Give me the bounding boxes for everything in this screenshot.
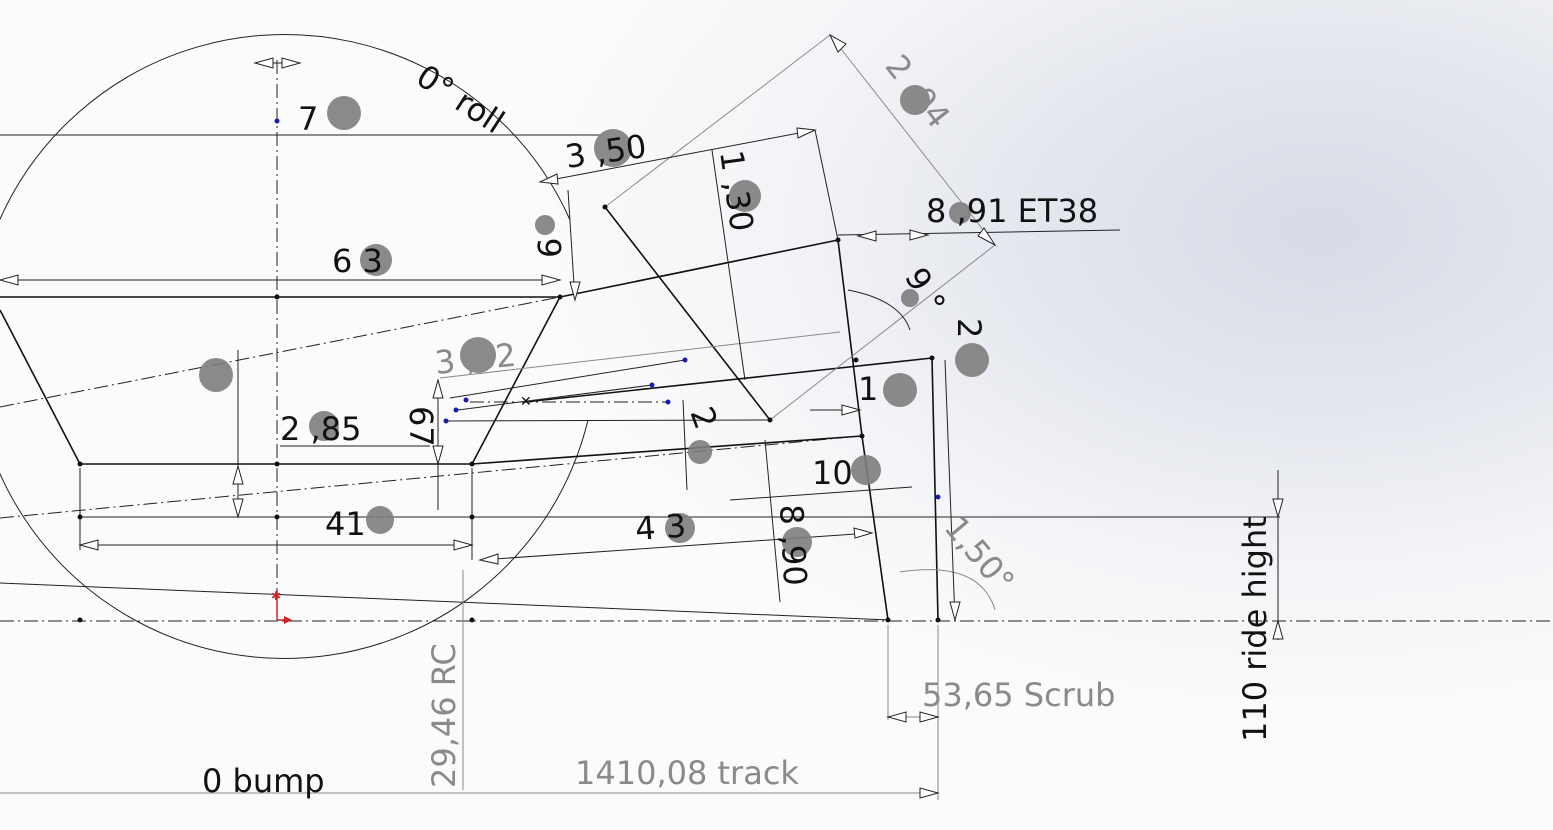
origin-icon: ✱ <box>271 589 292 624</box>
et-label[interactable]: 8 ,91 ET38 <box>926 192 1098 230</box>
dim-i[interactable]: 1 <box>858 370 878 408</box>
centerlines <box>0 60 1553 622</box>
dim-e[interactable]: 2 ,85 <box>280 410 361 448</box>
instant-line-lower <box>0 435 861 519</box>
rc-label[interactable]: 29,46 RC <box>425 643 463 788</box>
dim-lower-arm[interactable]: 4 3 <box>634 507 687 548</box>
lower-arm[interactable] <box>471 435 863 465</box>
ride-height-label[interactable]: 110 ride hight <box>1236 516 1274 742</box>
dimension-labels[interactable]: 0° roll 7 6 3 41 4 3 3 ,50 1 ,30 2 ,04 3… <box>202 48 1274 800</box>
roll-center-marker: ✕ <box>520 393 532 409</box>
dim-top[interactable]: 7 <box>298 100 318 138</box>
dim-a[interactable]: 3 ,50 <box>563 127 649 176</box>
dim-d[interactable]: 3 ,62 <box>433 336 518 382</box>
dim-f[interactable]: 6 <box>531 238 569 258</box>
track-label[interactable]: 1410,08 track <box>575 754 799 792</box>
camber-arc <box>899 569 996 611</box>
arrowheads <box>0 33 1284 799</box>
scrub-label[interactable]: 53,65 Scrub <box>922 676 1115 714</box>
dim-k[interactable]: 8 ,90 <box>772 503 814 586</box>
dim-h[interactable]: 2 <box>682 402 725 434</box>
dim-upper-width[interactable]: 6 3 <box>332 242 383 280</box>
dim-b[interactable]: 1 ,30 <box>712 148 761 234</box>
steering-link[interactable] <box>524 357 933 403</box>
obscured-values <box>199 85 989 557</box>
upper-arm[interactable] <box>559 239 839 298</box>
dim-j[interactable]: 10 <box>812 454 853 492</box>
dim-m[interactable]: 9 ° <box>897 261 953 320</box>
tie-rod[interactable] <box>604 206 771 421</box>
angle-arc <box>847 289 911 331</box>
suspension-arms[interactable] <box>445 206 939 621</box>
instant-line-upper <box>0 296 561 408</box>
svg-text:✱: ✱ <box>271 589 281 603</box>
roll-label[interactable]: 0° roll <box>410 57 511 141</box>
sketch-points[interactable]: ✕ <box>77 118 941 623</box>
dim-c[interactable]: 2 ,04 <box>878 48 958 136</box>
dim-l[interactable]: 2 <box>950 318 988 338</box>
dim-g[interactable]: 67 <box>402 406 440 447</box>
wheel-plane[interactable] <box>931 357 939 621</box>
upright[interactable] <box>837 239 863 437</box>
reference-geometry <box>439 34 996 800</box>
roll-circle[interactable] <box>0 34 589 659</box>
rc-ground-line <box>0 582 891 621</box>
camber-label[interactable]: 1,50° <box>937 509 1022 600</box>
bump-label[interactable]: 0 bump <box>202 762 325 800</box>
dim-lower-width[interactable]: 41 <box>325 505 366 543</box>
